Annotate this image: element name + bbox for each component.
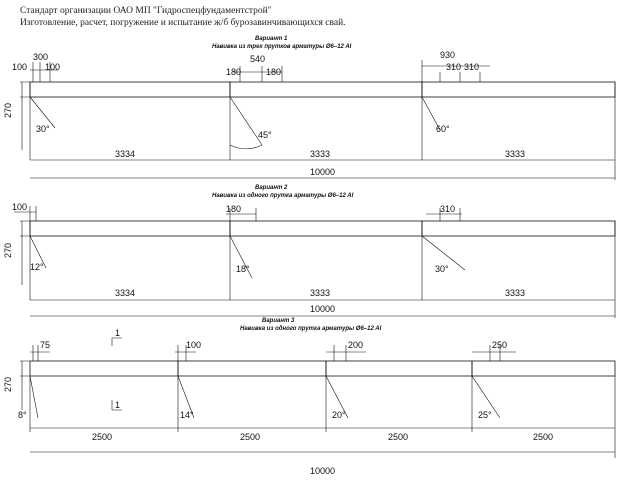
variant-2-title: Вариант 2 bbox=[255, 185, 288, 191]
dim-100: 100 bbox=[12, 62, 27, 72]
dim-930: 930 bbox=[440, 50, 455, 60]
section-mark-top: 1 bbox=[115, 328, 120, 338]
pile-body bbox=[29, 360, 616, 377]
dim-310: 310 bbox=[440, 204, 455, 214]
dim-310: 310 bbox=[464, 62, 479, 72]
dim-height: 270 bbox=[3, 377, 13, 392]
total-length: 10000 bbox=[310, 167, 335, 177]
dim-100: 100 bbox=[12, 202, 27, 212]
variant-1: Вариант 1 Навивка из трех прутков армату… bbox=[3, 36, 616, 180]
variant-2-subtitle: Навивка из одного прутка арматуры Ø6–12 … bbox=[212, 193, 354, 199]
angle-label: 45° bbox=[258, 130, 272, 140]
variant-3: Вариант 3 Навивка из одного прутка армат… bbox=[3, 318, 616, 476]
total-length: 10000 bbox=[310, 466, 335, 476]
variant-3-subtitle: Навивка из одного прутка арматуры Ø6–12 … bbox=[240, 326, 382, 332]
angle-label: 20° bbox=[332, 410, 346, 420]
dim-180: 180 bbox=[266, 67, 281, 77]
angle-label: 18° bbox=[236, 264, 250, 274]
section-mark-bottom: 1 bbox=[115, 400, 120, 410]
standard-title: Стандарт организации ОАО МП "Гидроспецфу… bbox=[20, 6, 272, 16]
pile-body bbox=[29, 220, 616, 237]
segment-length: 3334 bbox=[115, 149, 135, 159]
dim-250: 250 bbox=[492, 340, 507, 350]
segment-length: 2500 bbox=[533, 432, 553, 442]
segment-length: 2500 bbox=[388, 432, 408, 442]
total-length: 10000 bbox=[310, 304, 335, 314]
dim-300: 300 bbox=[33, 52, 48, 62]
dim-100: 100 bbox=[186, 340, 201, 350]
angle-label: 30° bbox=[36, 124, 50, 134]
variant-1-subtitle: Навивка из трех прутков арматуры Ø6–12 A… bbox=[212, 44, 352, 50]
variant-1-title: Вариант 1 bbox=[255, 36, 288, 42]
dimension-lines bbox=[20, 337, 616, 458]
dim-75: 75 bbox=[40, 340, 50, 350]
pile-body bbox=[29, 81, 616, 98]
dim-180: 180 bbox=[226, 67, 241, 77]
segment-length: 3334 bbox=[115, 288, 135, 298]
angle-label: 12° bbox=[30, 262, 44, 272]
dimension-lines bbox=[14, 206, 616, 318]
segment-length: 3333 bbox=[310, 288, 330, 298]
segment-length: 3333 bbox=[310, 149, 330, 159]
dim-540: 540 bbox=[250, 54, 265, 64]
variant-3-title: Вариант 3 bbox=[262, 318, 295, 324]
document-subtitle: Изготовление, расчет, погружение и испыт… bbox=[20, 18, 346, 28]
dimension-lines bbox=[20, 60, 616, 180]
angle-label: 8° bbox=[18, 410, 27, 420]
segment-length: 3333 bbox=[505, 288, 525, 298]
segment-length: 2500 bbox=[240, 432, 260, 442]
segment-length: 2500 bbox=[92, 432, 112, 442]
dim-310: 310 bbox=[446, 62, 461, 72]
angle-label: 30° bbox=[435, 264, 449, 274]
dim-180: 180 bbox=[226, 204, 241, 214]
dim-height: 270 bbox=[3, 243, 13, 258]
dim-200: 200 bbox=[348, 340, 363, 350]
angle-label: 25° bbox=[478, 410, 492, 420]
angle-label: 14° bbox=[180, 410, 194, 420]
angle-label: 60° bbox=[436, 124, 450, 134]
segment-length: 3333 bbox=[505, 149, 525, 159]
variant-2: Вариант 2 Навивка из одного прутка армат… bbox=[3, 185, 616, 318]
dim-height: 270 bbox=[3, 103, 13, 118]
dim-100: 100 bbox=[45, 62, 60, 72]
